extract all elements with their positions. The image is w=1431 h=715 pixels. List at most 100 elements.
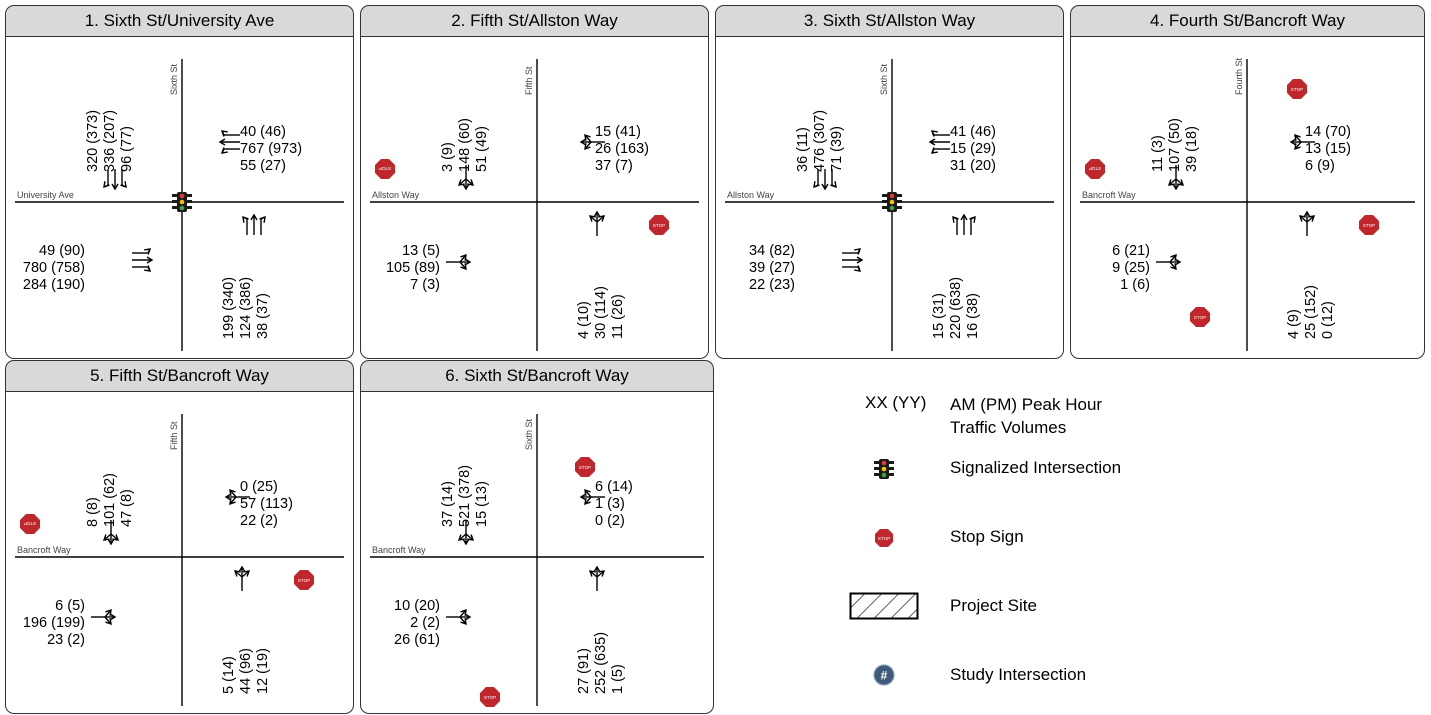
- nb-shared-lane-right: [1306, 215, 1315, 223]
- nb-lanes-th: [250, 213, 258, 221]
- eb-shared-lane-left: [459, 609, 467, 618]
- wb-shared-lane-left-head: [229, 498, 236, 506]
- nb-lanes-lc: [242, 216, 248, 220]
- eb-volume: 13 (5): [402, 243, 440, 259]
- sb-shared-lane-right-head: [1167, 179, 1175, 186]
- legend: XX (YY) AM (PM) Peak Hour Traffic Volume…: [715, 360, 1431, 715]
- wb-shared-lane-right: [584, 489, 592, 498]
- eb-shared-lane-right: [104, 616, 112, 625]
- ns-street-label: Sixth St: [524, 418, 534, 450]
- wb-volume: 41 (46): [950, 124, 996, 140]
- eb-shared-lane-left-head: [1170, 253, 1177, 261]
- nb-lanes: [952, 213, 976, 235]
- stop-sign-sw-octagon: [1190, 307, 1210, 327]
- sb-volume: 15 (13): [474, 481, 490, 527]
- eb-volume: 9 (25): [1112, 260, 1150, 276]
- sb-volume: 47 (8): [119, 489, 135, 527]
- eb-volume: 780 (758): [23, 260, 85, 276]
- sb-shared-lane-left-head: [467, 534, 475, 541]
- eb-shared-lane-right-head: [460, 618, 467, 626]
- wb-shared-lane: [224, 488, 250, 506]
- eb-lanes-th: [856, 256, 864, 264]
- sb-shared-lane-left-head: [1177, 179, 1185, 186]
- stop-sign-nw: STOP: [20, 514, 40, 534]
- nb-shared-lane-left: [589, 215, 598, 223]
- traffic-signal-red: [889, 193, 895, 199]
- study-icon-text: #: [881, 669, 888, 683]
- nb-lanes-rc: [260, 216, 266, 220]
- wb-shared-lane-through-head: [224, 493, 232, 501]
- wb-lanes-rc: [931, 130, 935, 136]
- eb-shared-lane-right-head: [105, 618, 112, 626]
- stop-sign-se: STOP: [294, 570, 314, 590]
- wb-volume: 40 (46): [240, 124, 286, 140]
- nb-volume: 220 (638): [948, 277, 964, 339]
- eb-shared-lane-through-head: [464, 613, 472, 621]
- wb-lanes-lc: [931, 148, 935, 154]
- wb-shared-lane-left: [1294, 141, 1302, 150]
- wb-shared-lane-through-head: [579, 138, 587, 146]
- sb-lanes-th: [821, 183, 829, 191]
- sb-lanes-th: [111, 183, 119, 191]
- sb-shared-lane-through-head: [107, 538, 115, 546]
- eb-volume: 49 (90): [39, 243, 85, 259]
- traffic-signal-visor-r1: [897, 200, 902, 203]
- nb-volume: 25 (152): [1303, 285, 1319, 339]
- nb-shared-lane: [233, 565, 251, 591]
- eb-shared-lane-right: [459, 616, 467, 625]
- sb-shared-lane-through-head: [1172, 183, 1180, 191]
- nb-shared-lane-through-head: [593, 210, 601, 218]
- stop-sign-ne: STOP: [575, 457, 595, 477]
- panel-body: [1070, 37, 1425, 359]
- eb-volume: 10 (20): [394, 598, 440, 614]
- wb-volume: 22 (2): [240, 513, 278, 529]
- stop-sign-nw-octagon: [1085, 159, 1105, 179]
- sb-volume: 107 (50): [1167, 118, 1183, 172]
- sb-shared-lane-left: [110, 533, 119, 541]
- eb-shared-lane: [1156, 253, 1182, 271]
- nb-volume: 124 (386): [238, 277, 254, 339]
- nb-shared-lane-left: [1299, 215, 1308, 223]
- wb-shared-lane-left-head: [584, 498, 591, 506]
- traffic-signal-yellow: [889, 199, 895, 205]
- sb-shared-lane-right: [458, 178, 467, 186]
- sb-shared-lane-right-head: [102, 534, 110, 541]
- eb-lanes-th: [146, 256, 154, 264]
- traffic-signal-visor-l2: [882, 206, 887, 209]
- ns-street-label: Fifth St: [524, 66, 534, 95]
- ns-street-label: Sixth St: [169, 63, 179, 95]
- sb-volume: 71 (39): [829, 126, 845, 172]
- wb-shared-lane-left: [584, 141, 592, 150]
- nb-shared-lane-right-head: [1308, 215, 1316, 222]
- nb-volume: 44 (96): [238, 648, 254, 694]
- sb-shared-lane-right: [458, 533, 467, 541]
- nb-shared-lane-right: [596, 215, 605, 223]
- sb-shared-lane-left: [465, 533, 474, 541]
- nb-shared-lane-left-head: [588, 570, 596, 577]
- panel-body: [360, 392, 714, 714]
- ns-street-label: Fourth St: [1234, 57, 1244, 95]
- wb-volume: 31 (20): [950, 158, 996, 174]
- legend-stop-desc: Stop Sign: [950, 527, 1024, 546]
- traffic-signal-green: [889, 205, 895, 211]
- eb-lanes-lc: [857, 248, 861, 254]
- legend-signal-desc: Signalized Intersection: [950, 458, 1122, 477]
- eb-volume: 1 (6): [1120, 277, 1150, 293]
- wb-shared-lane: [579, 133, 605, 151]
- sb-lanes-lc: [121, 184, 127, 188]
- sb-volume: 37 (14): [440, 481, 456, 527]
- sb-shared-lane-right: [1168, 178, 1177, 186]
- nb-shared-lane-right-head: [243, 570, 251, 577]
- eb-volume: 22 (23): [749, 277, 795, 293]
- stop-sign-se: STOP: [649, 215, 669, 235]
- wb-shared-lane-through-head: [1289, 138, 1297, 146]
- ew-street-label: Bancroft Way: [17, 545, 71, 555]
- wb-volume: 0 (2): [595, 513, 625, 529]
- panel-body: [5, 392, 354, 714]
- eb-volume: 196 (199): [23, 615, 85, 631]
- traffic-signal-visor-r1: [187, 200, 192, 203]
- sb-shared-lane: [457, 520, 475, 546]
- wb-shared-lane: [1289, 133, 1315, 151]
